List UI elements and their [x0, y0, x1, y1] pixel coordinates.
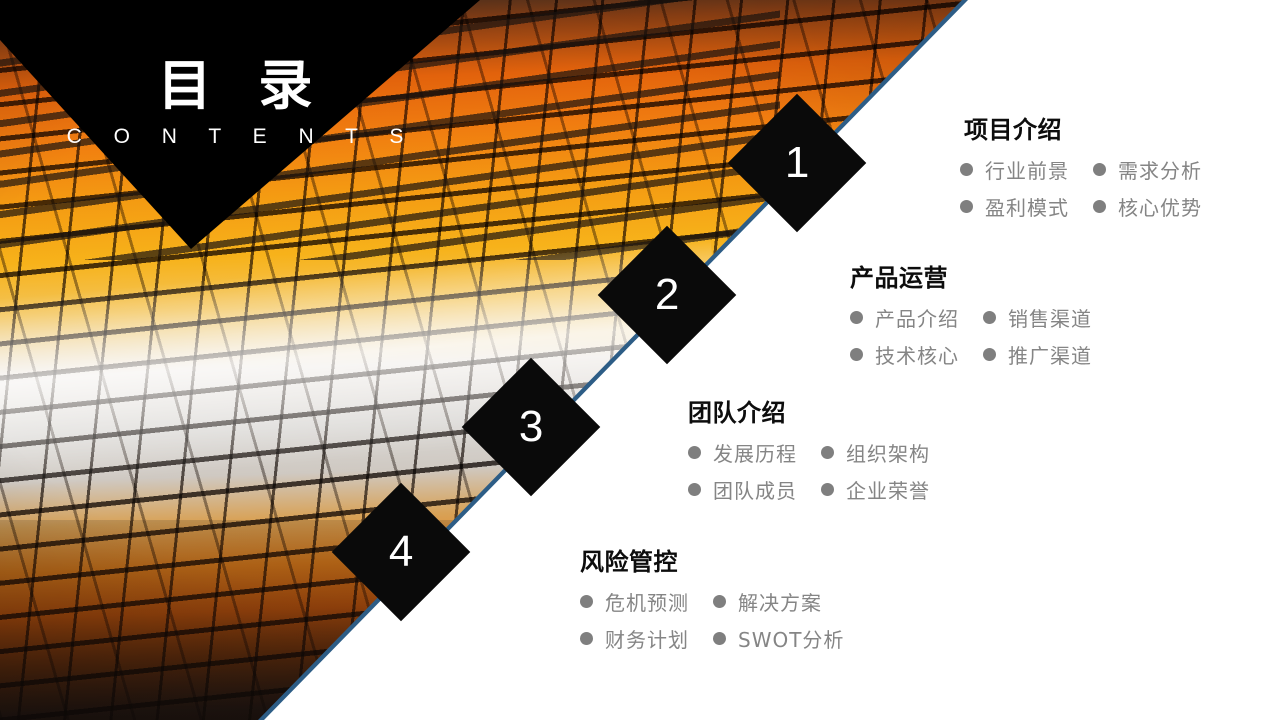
- list-item[interactable]: 发展历程: [688, 438, 797, 467]
- list-item-label: 盈利模式: [985, 196, 1069, 220]
- list-item-label: 产品介绍: [875, 307, 959, 331]
- list-item[interactable]: 需求分析: [1093, 155, 1202, 184]
- list-item[interactable]: 核心优势: [1093, 192, 1202, 221]
- list-item[interactable]: SWOT分析: [713, 624, 844, 653]
- section-number-label-3: 3: [518, 401, 544, 451]
- list-item-label: 行业前景: [985, 159, 1069, 183]
- section-items-4: 危机预测 解决方案 财务计划 SWOT分析: [580, 587, 844, 653]
- bullet-dot-icon: [1093, 200, 1106, 213]
- section-block-4: 风险管控 危机预测 解决方案 财务计划 SWOT分析: [580, 542, 844, 653]
- list-item[interactable]: 技术核心: [850, 340, 959, 369]
- list-item-label: 财务计划: [605, 628, 689, 652]
- list-item-label: 销售渠道: [1008, 307, 1092, 331]
- bullet-dot-icon: [850, 348, 863, 361]
- list-item-label: 需求分析: [1118, 159, 1202, 183]
- bullet-dot-icon: [960, 163, 973, 176]
- list-item[interactable]: 组织架构: [821, 438, 930, 467]
- list-item-label: 核心优势: [1118, 196, 1202, 220]
- bullet-dot-icon: [713, 632, 726, 645]
- bullet-dot-icon: [983, 311, 996, 324]
- section-block-1: 项目介绍 行业前景 需求分析 盈利模式 核心优势: [960, 110, 1202, 221]
- bullet-dot-icon: [850, 311, 863, 324]
- section-items-3: 发展历程 组织架构 团队成员 企业荣誉: [688, 438, 930, 504]
- section-number-label-2: 2: [654, 269, 680, 319]
- list-item[interactable]: 推广渠道: [983, 340, 1092, 369]
- list-item[interactable]: 财务计划: [580, 624, 689, 653]
- list-item[interactable]: 危机预测: [580, 587, 689, 616]
- list-item-label: 组织架构: [846, 442, 930, 466]
- bullet-dot-icon: [960, 200, 973, 213]
- list-item[interactable]: 行业前景: [960, 155, 1069, 184]
- section-items-2: 产品介绍 销售渠道 技术核心 推广渠道: [850, 303, 1092, 369]
- list-item[interactable]: 销售渠道: [983, 303, 1092, 332]
- list-item-label: SWOT分析: [738, 628, 845, 652]
- list-item-label: 危机预测: [605, 591, 689, 615]
- bullet-dot-icon: [580, 632, 593, 645]
- section-number-label-1: 1: [784, 137, 810, 187]
- section-items-1: 行业前景 需求分析 盈利模式 核心优势: [960, 155, 1202, 221]
- list-item[interactable]: 企业荣誉: [821, 475, 930, 504]
- list-item-label: 技术核心: [875, 344, 959, 368]
- section-title-4: 风险管控: [580, 548, 678, 576]
- section-title-3: 团队介绍: [688, 399, 786, 427]
- list-item-label: 推广渠道: [1008, 344, 1092, 368]
- bullet-dot-icon: [713, 595, 726, 608]
- bullet-dot-icon: [821, 483, 834, 496]
- bullet-dot-icon: [1093, 163, 1106, 176]
- list-item[interactable]: 盈利模式: [960, 192, 1069, 221]
- section-block-2: 产品运营 产品介绍 销售渠道 技术核心 推广渠道: [850, 258, 1092, 369]
- list-item[interactable]: 解决方案: [713, 587, 844, 616]
- list-item-label: 团队成员: [713, 479, 797, 503]
- bullet-dot-icon: [983, 348, 996, 361]
- list-item-label: 企业荣誉: [846, 479, 930, 503]
- bullet-dot-icon: [688, 446, 701, 459]
- section-block-3: 团队介绍 发展历程 组织架构 团队成员 企业荣誉: [688, 393, 930, 504]
- list-item-label: 解决方案: [738, 591, 822, 615]
- bullet-dot-icon: [688, 483, 701, 496]
- list-item-label: 发展历程: [713, 442, 797, 466]
- section-number-label-4: 4: [388, 526, 414, 576]
- bullet-dot-icon: [580, 595, 593, 608]
- section-title-1: 项目介绍: [964, 116, 1062, 144]
- bullet-dot-icon: [821, 446, 834, 459]
- section-title-2: 产品运营: [850, 264, 948, 292]
- list-item[interactable]: 团队成员: [688, 475, 797, 504]
- list-item[interactable]: 产品介绍: [850, 303, 959, 332]
